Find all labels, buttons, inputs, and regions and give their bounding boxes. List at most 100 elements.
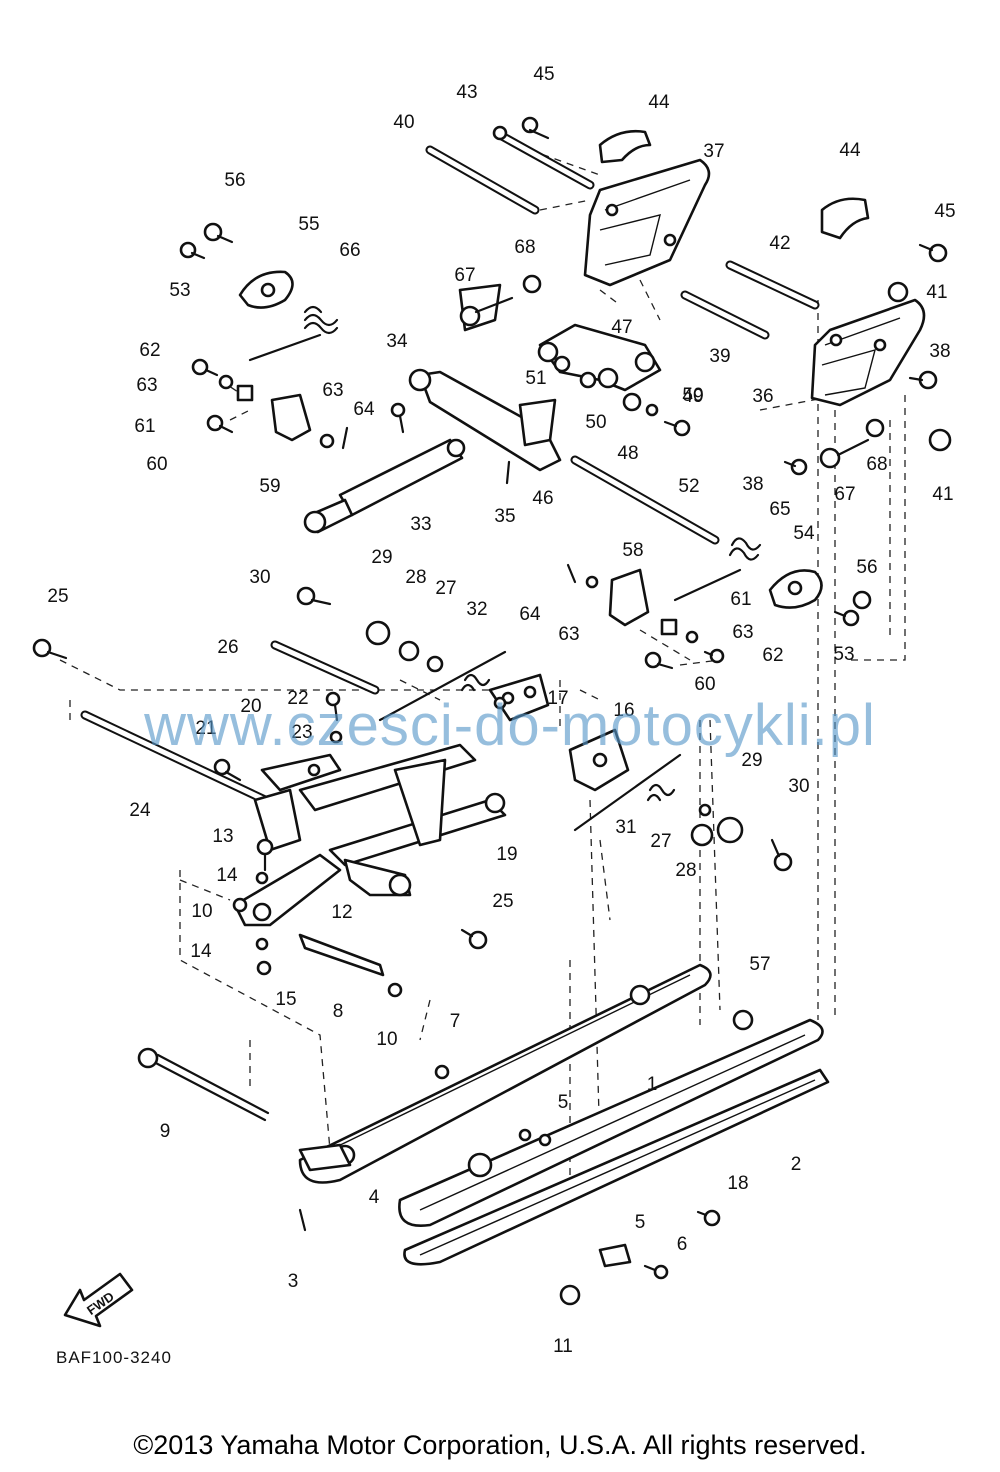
callout-label: 30 — [788, 776, 809, 797]
callout-label: 3 — [288, 1271, 299, 1292]
callout-label: 66 — [339, 240, 360, 261]
callout-label: 62 — [762, 645, 783, 666]
callout-label: 62 — [139, 340, 160, 361]
callout-label: 41 — [926, 282, 947, 303]
callout-label: 8 — [333, 1001, 344, 1022]
callout-label: 23 — [291, 722, 312, 743]
callout-label: 5 — [558, 1092, 569, 1113]
callout-label: 30 — [249, 567, 270, 588]
callout-label: 15 — [275, 989, 296, 1010]
callout-labels: 1 2 3 4 5 5 6 7 8 9 10 10 11 12 13 14 14… — [47, 64, 955, 1357]
callout-label: 46 — [532, 488, 553, 509]
small-brackets — [238, 270, 823, 792]
callout-label: 38 — [929, 341, 950, 362]
callout-label: 33 — [410, 514, 431, 535]
callout-label: 54 — [793, 523, 815, 544]
callout-label: 10 — [191, 901, 212, 922]
callout-label: 44 — [839, 140, 861, 161]
callout-label: 59 — [259, 476, 280, 497]
callout-label: 60 — [694, 674, 715, 695]
callout-label: 12 — [331, 902, 352, 923]
callout-label: 26 — [217, 637, 238, 658]
callout-label: 51 — [525, 368, 546, 389]
callout-label: 13 — [212, 826, 233, 847]
caps — [598, 130, 870, 240]
callout-label: 68 — [514, 237, 535, 258]
callout-label: 61 — [134, 416, 155, 437]
callout-label: 48 — [617, 443, 638, 464]
callout-label: 28 — [405, 567, 426, 588]
callout-label: 56 — [224, 170, 245, 191]
callout-label: 63 — [732, 622, 753, 643]
callout-label: 10 — [376, 1029, 397, 1050]
callout-label: 18 — [727, 1173, 748, 1194]
callout-label: 40 — [393, 112, 414, 133]
copyright-notice: ©2013 Yamaha Motor Corporation, U.S.A. A… — [133, 1430, 867, 1460]
callout-label: 11 — [553, 1336, 573, 1357]
callout-label: 45 — [934, 201, 955, 222]
callout-label: 28 — [675, 860, 696, 881]
callout-label: 22 — [287, 688, 308, 709]
figure-code: BAF100-3240 — [56, 1348, 172, 1367]
callout-label: 56 — [856, 557, 877, 578]
callout-label: 25 — [47, 586, 68, 607]
callout-label: 16 — [613, 700, 634, 721]
callout-label: 55 — [298, 214, 319, 235]
callout-label: 63 — [322, 380, 343, 401]
callout-label: 67 — [454, 265, 475, 286]
callout-label: 31 — [615, 817, 636, 838]
shafts — [80, 130, 820, 1122]
callout-label: 50 — [682, 385, 703, 406]
callout-label: 57 — [749, 954, 770, 975]
callout-label: 27 — [650, 831, 671, 852]
watermark: www.czesci-do-motocykli.pl — [144, 693, 876, 758]
callout-label: 63 — [558, 624, 579, 645]
callout-label: 52 — [678, 476, 699, 497]
callout-label: 38 — [742, 474, 763, 495]
callout-label: 68 — [866, 454, 887, 475]
callout-label: 27 — [435, 578, 456, 599]
callout-label: 17 — [547, 688, 568, 709]
callout-label: 50 — [585, 412, 606, 433]
callout-label: 1 — [647, 1074, 658, 1095]
callout-label: 64 — [353, 399, 375, 420]
callout-label: 32 — [466, 599, 487, 620]
callout-label: 7 — [450, 1011, 461, 1032]
callout-label: 2 — [791, 1154, 802, 1175]
bracket-plates — [583, 158, 926, 407]
callout-label: 63 — [136, 375, 157, 396]
slider-plate — [298, 933, 385, 977]
callout-label: 61 — [730, 589, 751, 610]
callout-label: 36 — [752, 386, 773, 407]
callout-label: 19 — [496, 844, 517, 865]
callout-label: 49 — [682, 386, 703, 407]
callout-label: 35 — [494, 506, 515, 527]
callout-label: 44 — [648, 92, 670, 113]
arms — [408, 283, 662, 472]
callout-label: 14 — [216, 865, 238, 886]
callout-label: 67 — [834, 484, 855, 505]
callout-label: 29 — [741, 750, 762, 771]
callout-label: 9 — [160, 1121, 171, 1142]
callout-label: 20 — [240, 696, 261, 717]
callout-label: 45 — [533, 64, 554, 85]
callout-label: 41 — [932, 484, 953, 505]
callout-label: 60 — [146, 454, 167, 475]
callout-label: 42 — [769, 233, 790, 254]
callout-label: 53 — [169, 280, 190, 301]
callout-label: 39 — [709, 346, 730, 367]
callout-label: 34 — [386, 331, 408, 352]
callout-label: 14 — [190, 941, 212, 962]
callout-label: 47 — [611, 317, 632, 338]
callout-label: 53 — [833, 644, 854, 665]
shock-absorber — [303, 438, 466, 534]
springs — [303, 305, 762, 802]
callout-label: 29 — [371, 547, 392, 568]
front-direction-arrow: FWD — [63, 1272, 134, 1328]
callout-label: 6 — [677, 1234, 688, 1255]
callout-label: 43 — [456, 82, 477, 103]
callout-label: 58 — [622, 540, 643, 561]
slide-rails — [298, 963, 830, 1266]
callout-label: 37 — [703, 141, 724, 162]
